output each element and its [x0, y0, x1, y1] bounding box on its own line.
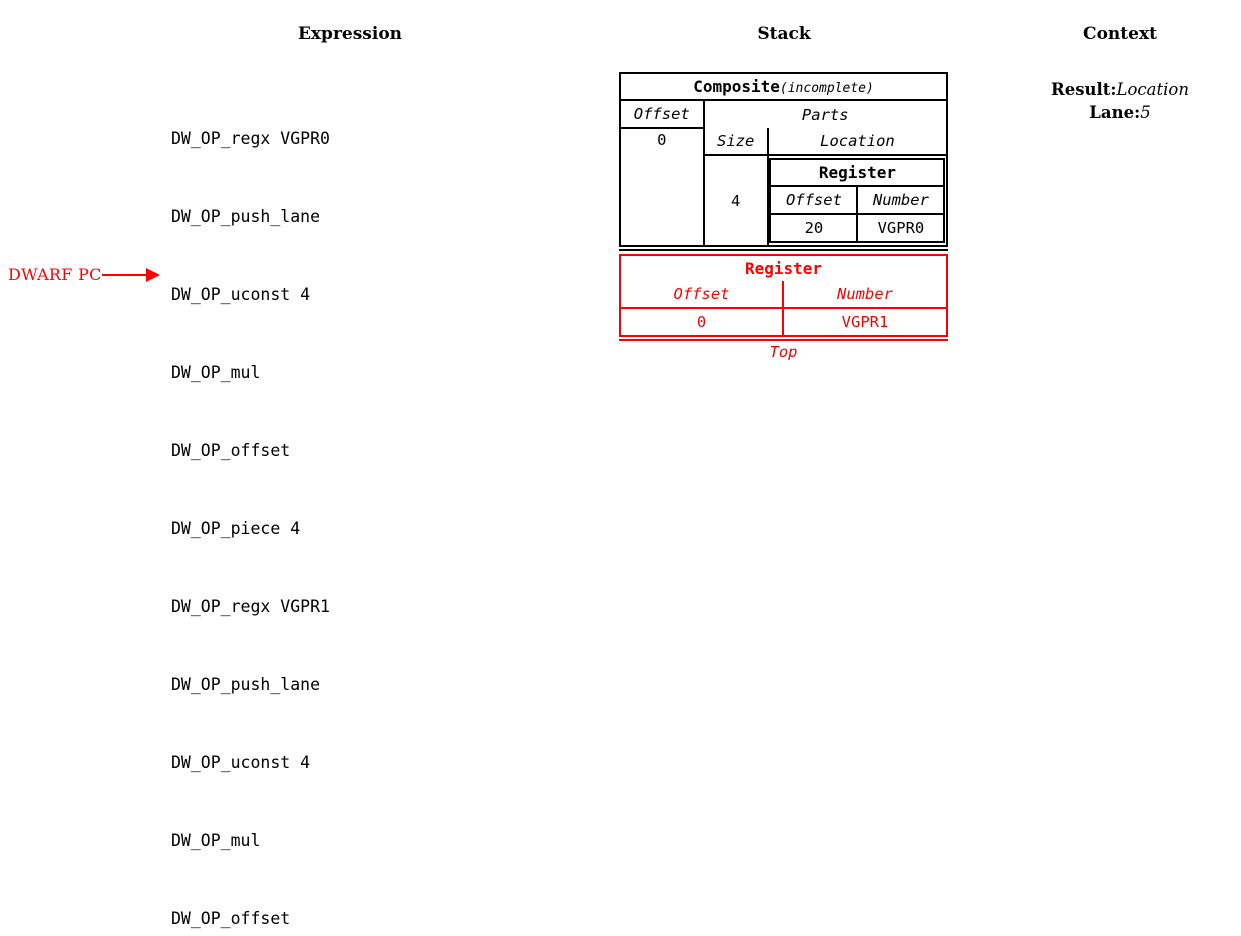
arrow-right-icon [101, 267, 164, 282]
register-number-header: Number [783, 281, 947, 309]
expression-line: DW_OP_regx VGPR0 [171, 129, 330, 148]
context-column-heading: Context [1083, 24, 1157, 44]
stack-area: Composite(incomplete) Offset Parts 0 Siz… [619, 72, 949, 363]
context-row-lane: Lane:5 [1000, 101, 1240, 124]
composite-size-header: Size [703, 128, 769, 156]
context-value: 5 [1140, 103, 1151, 122]
nested-register-number-value: VGPR0 [877, 219, 925, 237]
context-key: Lane: [1089, 103, 1141, 122]
expression-line: DW_OP_piece 4 [171, 519, 301, 538]
nested-register-table: Register Offset Number 20 VGPR0 [769, 158, 946, 243]
stack-top-label: Top [769, 343, 798, 361]
register-offset-value: 0 [620, 308, 784, 336]
expression-line: DW_OP_mul [171, 363, 261, 382]
expression-column-heading: Expression [297, 24, 403, 44]
composite-title: Composite [693, 77, 780, 96]
context-row-result: Result:Location [1000, 78, 1240, 101]
expression-line: DW_OP_uconst 4 [171, 753, 311, 772]
nested-register-title: Register [770, 159, 945, 187]
composite-offset-value: 0 [620, 128, 705, 246]
stack-entry-separator [619, 249, 948, 251]
dwarf-pc-marker: DWARF PC [8, 265, 164, 284]
stack-entry-register: Register Offset Number 0 VGPR1 [619, 254, 948, 337]
expression-line: DW_OP_push_lane [171, 675, 321, 694]
expression-list: DW_OP_regx VGPR0 DW_OP_push_lane DW_OP_u… [171, 74, 330, 936]
composite-title-cell: Composite(incomplete) [620, 73, 947, 101]
context-block: Result:Location Lane:5 [1000, 78, 1240, 124]
stack-entry-composite: Composite(incomplete) Offset Parts 0 Siz… [619, 72, 948, 247]
composite-part-size: 4 [703, 155, 769, 246]
expression-line: DW_OP_push_lane [171, 207, 321, 226]
expression-line: DW_OP_regx VGPR1 [171, 597, 330, 616]
composite-title-suffix: (incomplete) [779, 81, 874, 96]
stack-top-rule [619, 339, 948, 341]
composite-location-header: Location [767, 128, 947, 156]
nested-register-offset-value: 20 [770, 214, 859, 242]
dwarf-pc-label: DWARF PC [8, 265, 102, 284]
expression-line: DW_OP_uconst 4 [171, 285, 311, 304]
register-title: Register [744, 259, 823, 278]
expression-line: DW_OP_offset [171, 909, 291, 928]
context-value: Location [1116, 80, 1189, 99]
composite-parts-header: Parts [801, 105, 849, 124]
expression-line: DW_OP_mul [171, 831, 261, 850]
nested-register-offset-header: Offset [770, 186, 859, 215]
register-offset-header: Offset [620, 281, 784, 309]
register-number-value: VGPR1 [841, 313, 889, 331]
stack-column-heading: Stack [757, 24, 811, 44]
expression-line: DW_OP_offset [171, 441, 291, 460]
composite-offset-header: Offset [620, 100, 705, 129]
composite-part-location-cell: Register Offset Number 20 VGPR0 [768, 155, 947, 246]
context-key: Result: [1051, 80, 1117, 99]
nested-register-number-header: Number [857, 186, 945, 215]
